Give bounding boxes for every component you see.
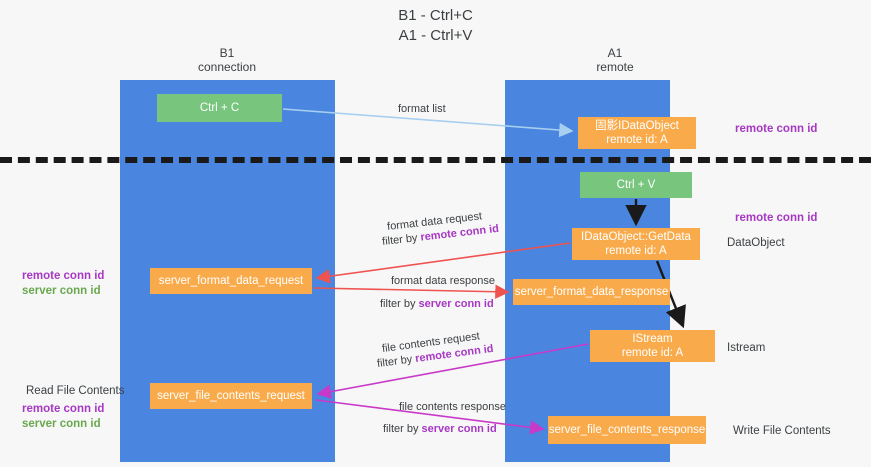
node-ctrl-c[interactable]: Ctrl + C xyxy=(157,94,282,122)
annotation-keys-mid: remote conn id server conn id xyxy=(22,269,104,299)
annotation-server-conn-id-left-mid: server conn id xyxy=(22,285,101,297)
diagram-title: B1 - Ctrl+C A1 - Ctrl+V xyxy=(398,7,473,44)
annotation-remote-conn-id-mid: remote conn id xyxy=(735,212,818,224)
filter-key: server conn id xyxy=(421,423,497,435)
annotation-istream: Istream xyxy=(727,342,766,354)
lane-header-a1: A1 remote xyxy=(596,46,634,74)
annotation-server-conn-id-left-bottom: server conn id xyxy=(22,418,101,430)
section-divider xyxy=(0,157,871,163)
lane-header-b1: B1 connection xyxy=(197,46,257,74)
edge-label-format-data-response-filter: filter by server conn id xyxy=(380,297,494,311)
annotation-write-file-contents: Write File Contents xyxy=(733,425,831,437)
filter-prefix: filter by xyxy=(376,353,417,371)
filter-prefix: filter by xyxy=(383,423,422,435)
edge-label-format-data-response: format data response xyxy=(391,275,495,287)
node-server-file-contents-request[interactable]: server_file_contents_request xyxy=(150,383,312,409)
filter-prefix: filter by xyxy=(380,298,419,310)
edge-label-file-contents-response-filter: filter by server conn id xyxy=(383,422,497,436)
node-istream[interactable]: IStream remote id: A xyxy=(590,330,715,362)
node-ctrl-v[interactable]: Ctrl + V xyxy=(580,172,692,198)
annotation-read-file-contents: Read File Contents xyxy=(26,385,125,397)
annotation-dataobject: DataObject xyxy=(727,237,785,249)
edge-label-format-list: format list xyxy=(398,103,446,115)
node-idataobject-getdata[interactable]: IDataObject::GetData remote id: A xyxy=(572,228,700,260)
annotation-keys-bottom: remote conn id server conn id xyxy=(22,402,104,432)
filter-key: server conn id xyxy=(418,298,494,310)
annotation-remote-conn-id-top: remote conn id xyxy=(735,123,818,135)
node-server-format-data-request[interactable]: server_format_data_request xyxy=(150,268,312,294)
filter-prefix: filter by xyxy=(381,231,422,249)
node-server-format-data-response[interactable]: server_format_data_response xyxy=(513,279,670,305)
node-idataobject[interactable]: 固影IDataObject remote id: A xyxy=(578,117,696,149)
edge-label-file-contents-response: file contents response xyxy=(399,401,507,413)
annotation-remote-conn-id-left-mid: remote conn id xyxy=(22,270,105,282)
annotation-remote-conn-id-left-bottom: remote conn id xyxy=(22,403,105,415)
node-server-file-contents-response[interactable]: server_file_contents_response xyxy=(548,416,706,444)
